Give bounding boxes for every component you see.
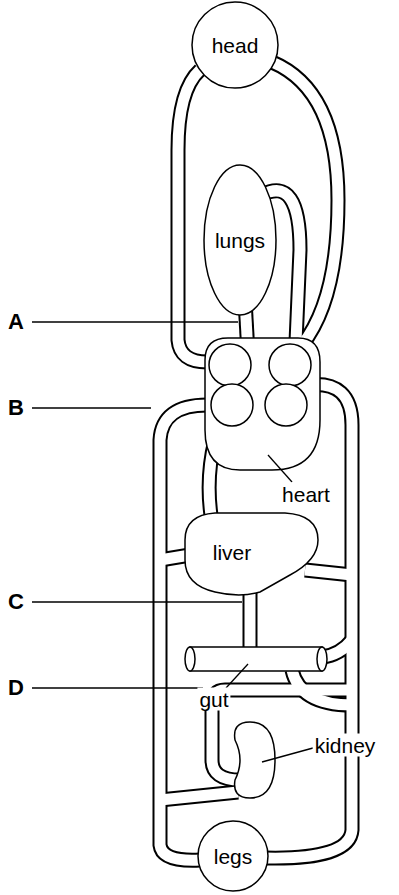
leader-line: [32, 321, 238, 322]
organ-name: gut: [197, 688, 230, 711]
organ-name: lungs: [213, 229, 267, 252]
organ-outline: [232, 720, 277, 800]
organ-outline: [203, 336, 321, 472]
organ-name: heart: [280, 483, 332, 506]
organ-outline: [184, 646, 328, 673]
leader-line: [32, 407, 151, 408]
vessel-wall: [305, 570, 352, 575]
vessel-lumen: [178, 70, 207, 362]
vessel-lumen: [305, 570, 352, 575]
lungs-ellipse: lungs: [202, 163, 278, 317]
organ-name: legs: [212, 845, 255, 868]
organ-name: liver: [211, 541, 254, 564]
vessel-wall: [178, 70, 207, 362]
liver-shape: liver: [184, 512, 320, 600]
head-circle: head: [190, 2, 280, 90]
organ-name: kidney: [313, 734, 378, 757]
vessel-lumen: [272, 62, 338, 345]
vessel-letter: B: [8, 397, 24, 419]
organ-name: head: [210, 34, 261, 57]
vessel-letter: C: [8, 591, 24, 613]
leader-line: [32, 687, 203, 688]
vessel-lumen: [160, 792, 238, 800]
vessel-letter: D: [8, 677, 24, 699]
gut-tube: gut: [184, 646, 328, 673]
leader-line: [32, 601, 242, 602]
leader-line: [262, 748, 313, 762]
heart-shape: heart: [203, 336, 321, 472]
organ-outline: [184, 512, 320, 600]
kidney-shape: kidney: [232, 720, 277, 800]
leader-line: [268, 455, 292, 482]
vessel-wall: [160, 792, 238, 800]
vessel-letter: A: [8, 311, 24, 333]
legs-circle: legs: [196, 820, 270, 892]
leader-line: [226, 664, 248, 688]
vessel-lumen: [245, 585, 256, 655]
